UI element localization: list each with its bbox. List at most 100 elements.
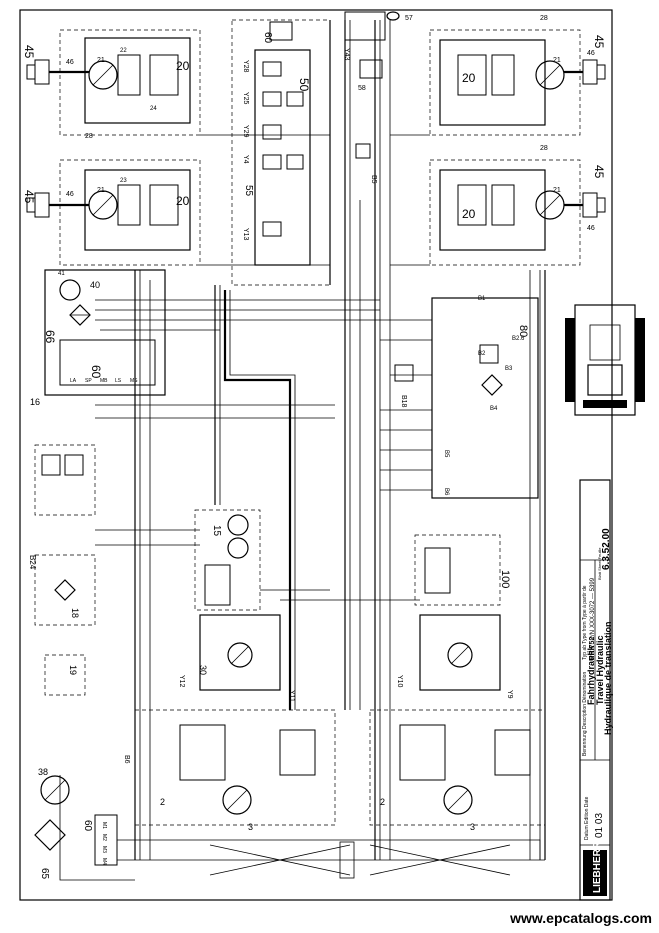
label-41: 41: [58, 271, 65, 277]
valve-Y10: Y10: [396, 675, 403, 688]
label-100: 100: [499, 570, 511, 588]
valve-Y13: Y13: [242, 228, 249, 241]
travel-motor-unit-top-right-upper: 46 21 20: [429, 29, 606, 136]
fan-65-group: 38 65: [34, 767, 70, 880]
label-28: 28: [540, 15, 548, 22]
label-type-row: Typ ab Type from Type à partir de: [582, 585, 588, 660]
pump-assembly-right: 2 3: [369, 709, 546, 832]
label-16: 16: [30, 397, 40, 407]
label-3: 3: [470, 822, 475, 832]
valve-Y43-group: Y43 57 58 B5: [343, 11, 413, 184]
label-20: 20: [176, 194, 190, 208]
label-23: 23: [120, 178, 127, 184]
connector-M2: M2: [101, 834, 107, 841]
label-46: 46: [66, 59, 74, 66]
valve-Y11: Y11: [288, 690, 295, 702]
hydraulic-lines: [59, 20, 546, 881]
valve-Y28: Y28: [242, 60, 249, 73]
label-46: 46: [587, 225, 595, 232]
sensor-box-80: 80 B1 B2 B3 B4 B2.6 B5 B6 B18: [394, 296, 539, 499]
connector-SP: SP: [85, 378, 92, 384]
sensor-B5: B5: [443, 450, 449, 458]
sheet-number: 6.3.52.00: [601, 528, 612, 570]
label-21: 21: [553, 57, 561, 64]
sensor-B18: B18: [400, 395, 407, 408]
sensor-B3: B3: [505, 366, 513, 372]
valve-Y29: Y29: [242, 125, 249, 138]
label-2: 2: [380, 797, 385, 807]
machine-silhouette: [565, 304, 645, 416]
label-18: 18: [70, 608, 80, 618]
label-28: 28: [85, 133, 93, 140]
sensor-B2-6: B2.6: [512, 336, 525, 342]
pn-value: XXX-3072 --- 5399: [590, 577, 596, 628]
left-mid-valves: 16 B24 18 19: [28, 397, 96, 696]
connector-M3: M3: [101, 846, 107, 853]
label-45-top-left: 45: [22, 45, 36, 59]
connector-M4: M4: [101, 858, 107, 865]
label-46: 46: [66, 191, 74, 198]
travel-motor-unit-top-right-lower: 46 21 20: [429, 159, 606, 266]
label-15: 15: [211, 525, 222, 537]
label-45-top-right: 45: [592, 35, 606, 49]
label-50: 50: [297, 78, 311, 92]
label-57: 57: [405, 15, 413, 22]
travel-pump-left-group: 30 Y12 Y11 B6: [123, 614, 295, 764]
connector-LA: LA: [70, 378, 77, 384]
valve-Y9: Y9: [506, 690, 513, 699]
connector-MB: MB: [100, 378, 108, 384]
label-65: 65: [39, 868, 50, 880]
label-80: 80: [517, 325, 529, 337]
label-38: 38: [38, 767, 48, 777]
travel-motor-unit-top-left-lower: 46 21 23 20: [26, 159, 201, 266]
pump-15-group: 15: [194, 509, 261, 611]
label-edition-row: Datum Edition Date: [584, 796, 590, 840]
label-19: 19: [68, 665, 78, 675]
label-45-right-lower: 45: [592, 165, 606, 179]
watermark: www.epcatalogs.com: [510, 910, 652, 926]
label-66: 66: [43, 330, 57, 344]
valve-Y25: Y25: [242, 92, 249, 105]
label-46: 46: [587, 50, 595, 57]
title-de: Fahrhydraulik: [586, 644, 596, 705]
brand-logo-text: LIEBHERR: [592, 841, 603, 893]
sensor-B6: B6: [443, 488, 449, 496]
label-21: 21: [97, 187, 105, 194]
label-21: 21: [553, 187, 561, 194]
label-30: 30: [198, 665, 208, 675]
title-fr: Hydraulique de translation: [603, 621, 613, 735]
sensor-B24: B24: [28, 555, 37, 570]
label-3: 3: [248, 822, 253, 832]
edition-date: 01 03: [594, 813, 605, 838]
label-20: 20: [462, 71, 476, 85]
label-60: 60: [262, 32, 273, 44]
sensor-B6: B6: [123, 755, 130, 764]
label-20: 20: [176, 59, 190, 73]
valve-Y4: Y4: [242, 155, 249, 164]
valve-Y43: Y43: [343, 48, 350, 61]
label-2: 2: [160, 797, 165, 807]
pn-label: P/N: [590, 630, 596, 640]
sensor-B1: B1: [478, 296, 486, 302]
sensor-B5: B5: [370, 175, 377, 184]
travel-motor-unit-top-left-upper: 46 21 22 20 24: [26, 29, 201, 136]
label-designation-row: Benennung Description Dénomination: [582, 672, 588, 756]
label-55: 55: [243, 185, 254, 197]
cooler-66-group: 66 40 41 60 LA SP MB LS MS: [43, 269, 166, 396]
label-sheet-row: Blatt Sheet Feuille: [597, 547, 602, 580]
sheet-border: [19, 9, 613, 901]
central-valve-block: Y28 Y25 Y29 Y4 Y13 50 55 60: [231, 19, 331, 286]
label-20: 20: [462, 207, 476, 221]
connector-M1: M1: [101, 822, 107, 829]
label-28: 28: [540, 145, 548, 152]
connector-MS: MS: [130, 378, 138, 384]
title-block: LIEBHERR Datum Edition Date 01 03 Benenn…: [579, 479, 613, 901]
pump-assembly-left: 2 3: [134, 709, 336, 832]
valve-Y12: Y12: [178, 675, 185, 688]
label-21: 21: [97, 57, 105, 64]
label-45-left-lower: 45: [22, 190, 36, 204]
sensor-B4: B4: [490, 406, 498, 412]
bottom-connectors: M1 M2 M3 M4 60: [82, 814, 118, 866]
title-en: Travel Hydraulic: [595, 635, 605, 705]
